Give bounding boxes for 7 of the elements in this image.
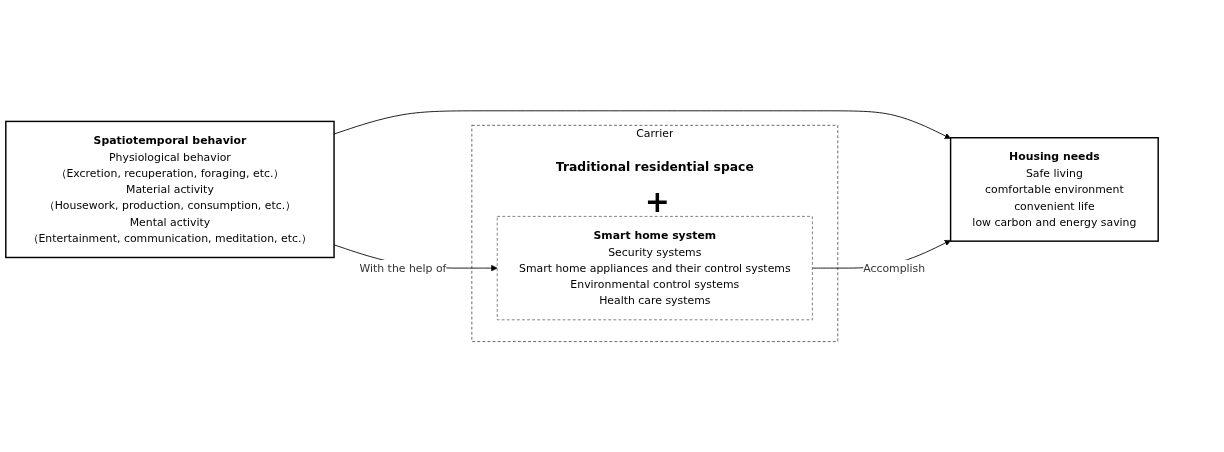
node-box: Housing needs Safe living comfortable environment convenient life low carbon and energy saving xyxy=(949,136,1159,242)
edge-label: Accomplish xyxy=(863,261,926,275)
node-text: Traditional residential space xyxy=(555,159,754,174)
plus-sign: + xyxy=(644,186,670,217)
edge-label: With the help of xyxy=(359,261,447,275)
node-box: Smart home system Security systems Smart home appliances and their control systems Environmental control systems Health care systems xyxy=(496,215,813,320)
node-box: Spatiotemporal behavior Physiological behavior （Excretion, recuperation, foraging, etc.） Material activity （Housework, production, consumption, etc.） Mental activity （Entertainment, communication, meditation, etc.） xyxy=(5,120,335,258)
